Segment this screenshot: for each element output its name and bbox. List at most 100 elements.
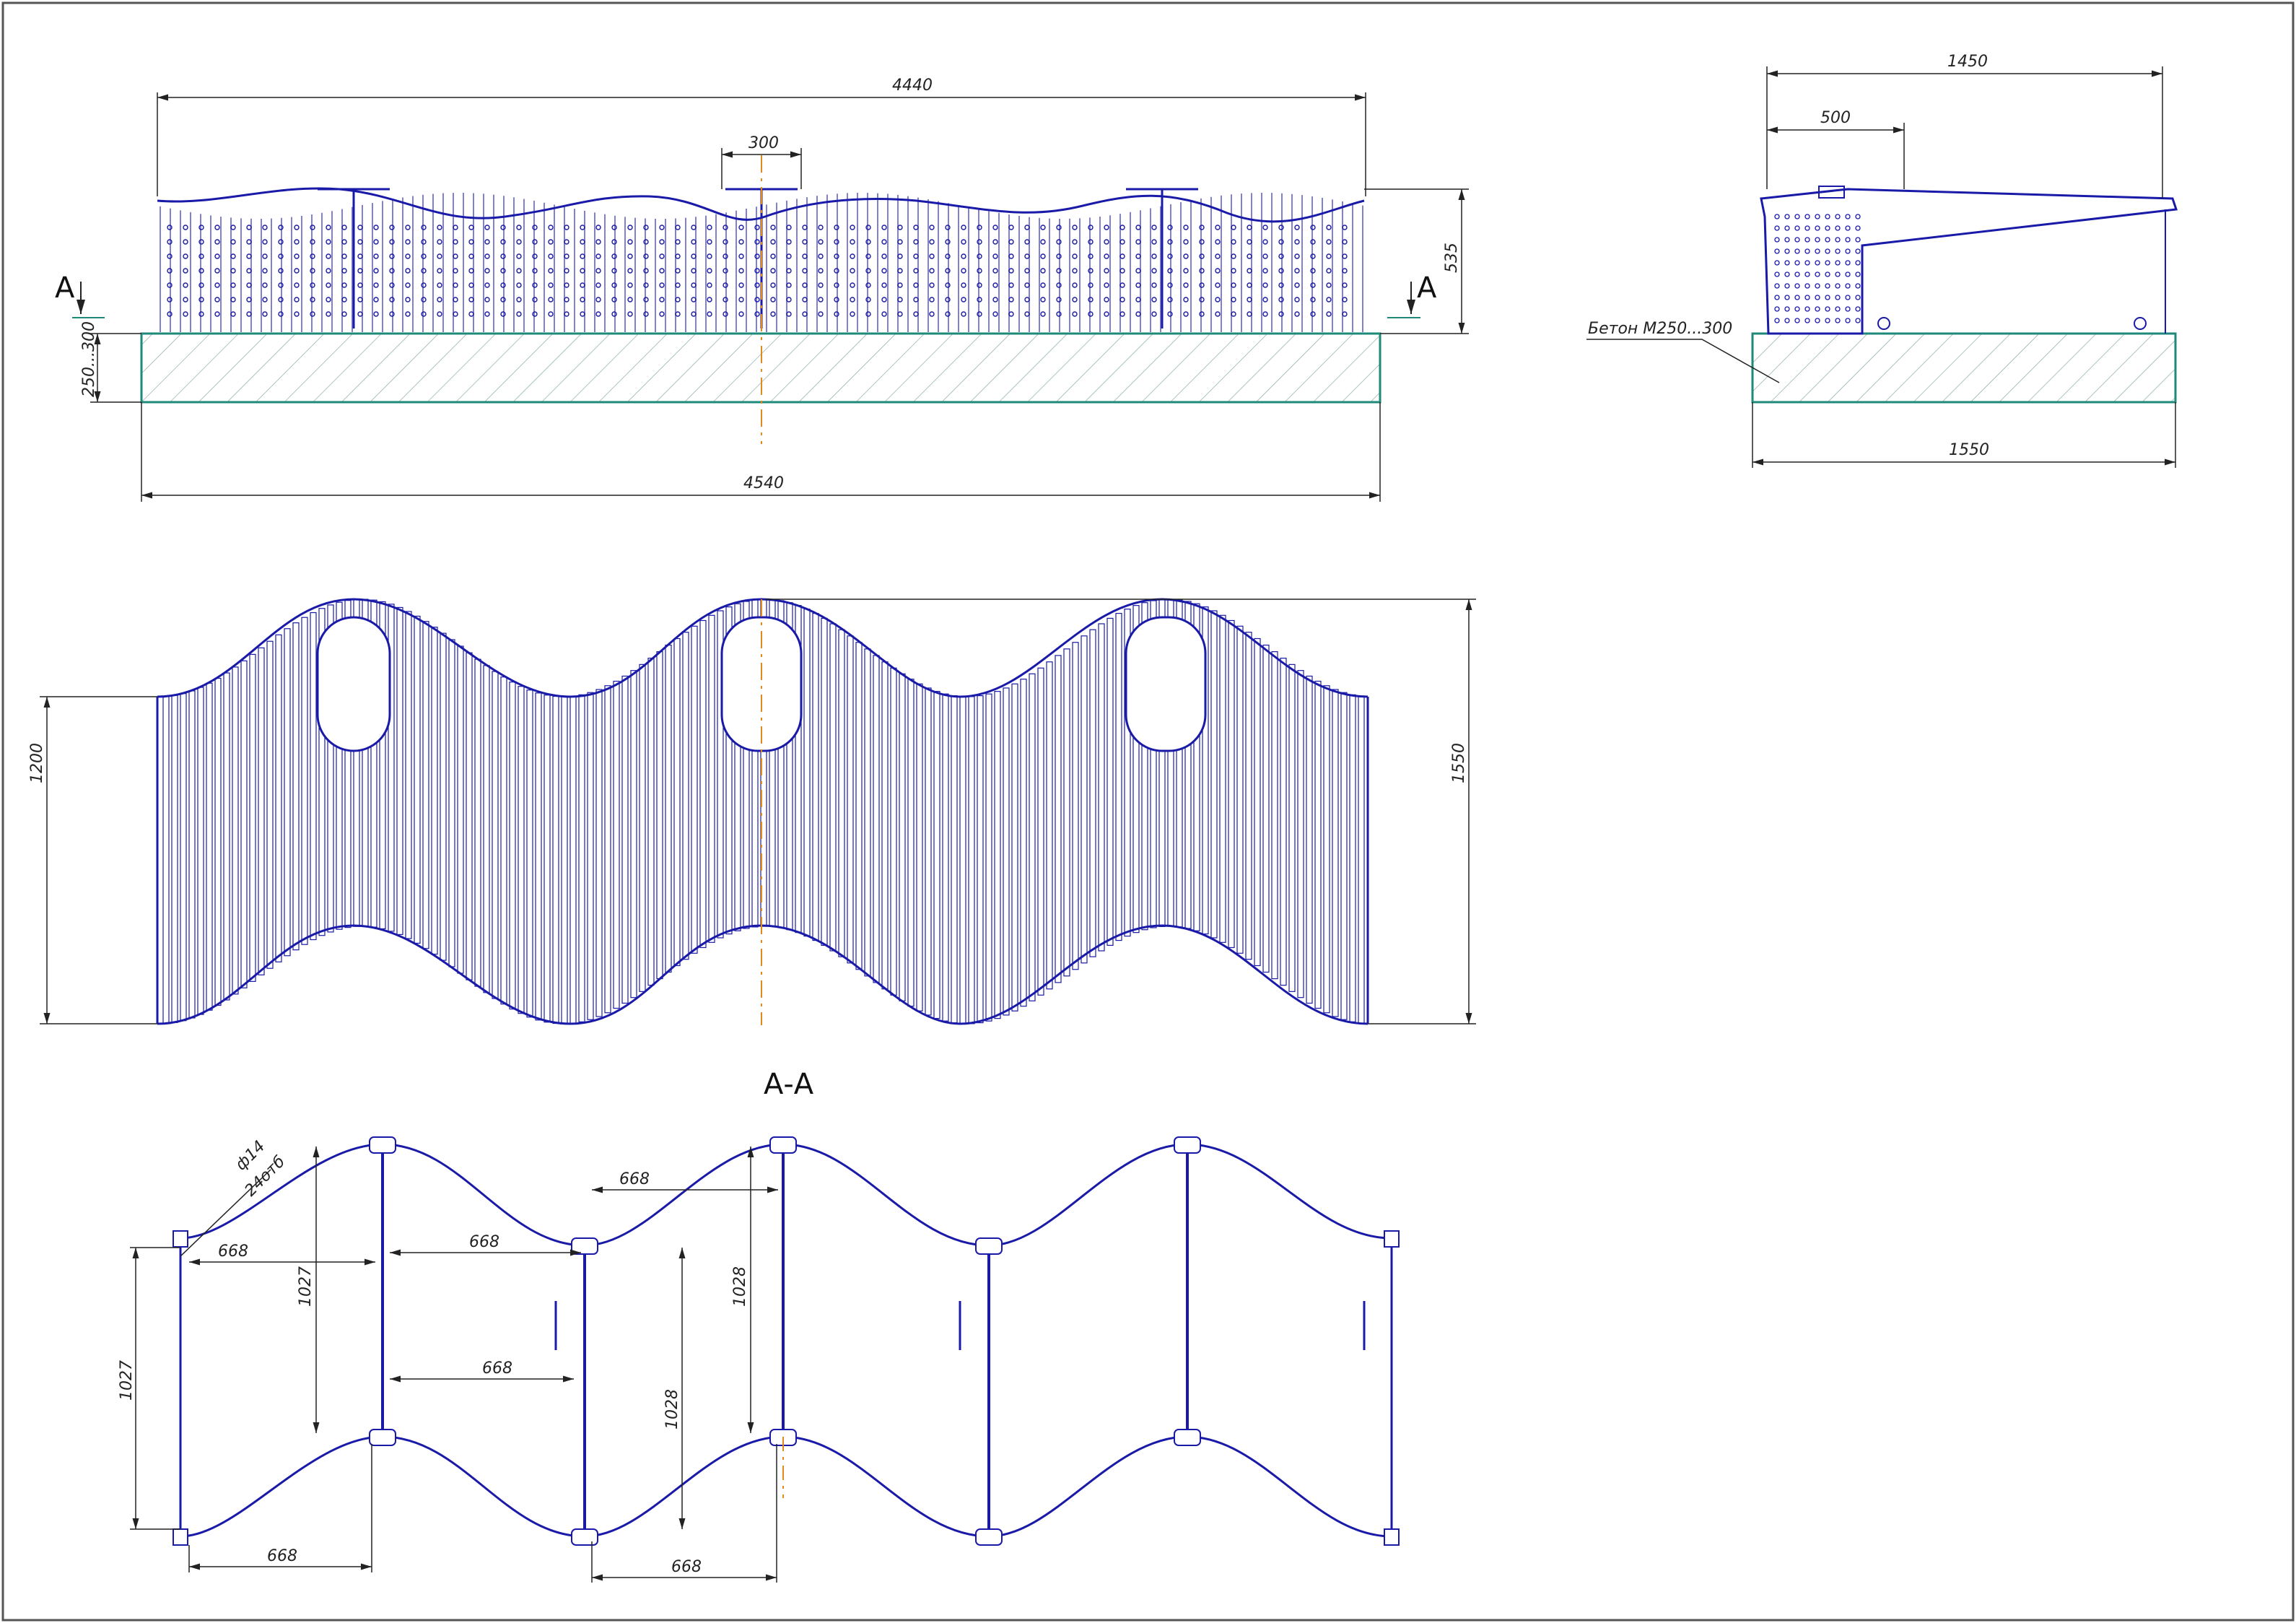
perforation-hole (691, 225, 697, 230)
plan-slat (847, 635, 854, 964)
perforation-hole (1794, 214, 1800, 219)
perforation-hole (992, 311, 998, 317)
plan-slat (881, 661, 889, 990)
plan-slat (240, 660, 248, 988)
perforation-hole (865, 282, 871, 288)
perforation-hole (468, 282, 474, 288)
dim-1200 (40, 696, 157, 1024)
hole-leader (180, 1169, 271, 1257)
perforation-hole (1056, 239, 1062, 245)
perforation-hole (1845, 306, 1851, 312)
perforation-hole (1804, 260, 1810, 266)
perforation-hole (1815, 248, 1820, 254)
perforation-hole (500, 297, 506, 303)
perforation-hole (1835, 225, 1841, 231)
perforation-hole (1262, 225, 1268, 230)
perforation-hole (913, 253, 919, 259)
perforation-hole (992, 268, 998, 274)
perforation-hole (310, 282, 315, 288)
plan-slat (535, 692, 542, 1021)
perforation-hole (961, 253, 966, 259)
perforation-hole (1825, 318, 1830, 323)
side-view: 1450 500 1550 Бетон М250...300 (1586, 53, 2178, 468)
perforation-hole (707, 282, 712, 288)
perforation-hole (310, 253, 315, 259)
perforation-hole (1247, 253, 1252, 259)
perforation-hole (262, 225, 268, 230)
perforation-hole (897, 268, 903, 274)
perforation-hole (1310, 253, 1316, 259)
perforation-hole (850, 311, 855, 317)
plan-slat (595, 689, 603, 1017)
perforation-hole (1845, 283, 1851, 289)
perforation-hole (1825, 271, 1830, 277)
dim-4540-label: 4540 (743, 474, 784, 492)
perforation-hole (1151, 268, 1157, 274)
plan-slat (492, 671, 499, 999)
perforation-hole (1794, 260, 1800, 266)
perforation-hole (532, 239, 538, 245)
perforation-hole (738, 297, 744, 303)
perforation-hole (246, 297, 252, 303)
perforation-hole (278, 311, 284, 317)
perforation-hole (707, 239, 712, 245)
plan-slat (725, 606, 733, 935)
perforation-hole (1855, 318, 1861, 323)
perforation-hole (643, 311, 649, 317)
perforation-hole (802, 253, 808, 259)
perforation-hole (897, 311, 903, 317)
perforation-hole (865, 297, 871, 303)
plan-slat (647, 658, 655, 986)
perforation-hole (405, 225, 411, 230)
perforation-hole (1151, 311, 1157, 317)
plan-slat (1089, 629, 1096, 957)
perforation-hole (214, 253, 220, 259)
perforation-hole (1784, 318, 1790, 323)
perforation-hole (627, 225, 633, 230)
perforation-hole (198, 311, 204, 317)
perforation-hole (389, 239, 395, 245)
plan-slat (977, 695, 984, 1024)
perforation-hole (1088, 225, 1094, 230)
perforation-hole (357, 282, 363, 288)
perforation-hole (1845, 318, 1851, 323)
perforation-hole (548, 253, 554, 259)
perforation-hole (341, 253, 347, 259)
plan-slat (318, 608, 326, 936)
dim-300 (721, 148, 802, 189)
plan-slat (214, 677, 222, 1006)
perforation-hole (834, 268, 839, 274)
perforation-hole (1804, 225, 1810, 231)
perforation-hole (929, 253, 935, 259)
perforation-hole (357, 239, 363, 245)
perforation-hole (1825, 306, 1830, 312)
perforation-hole (183, 268, 188, 274)
perforation-hole (897, 239, 903, 245)
perforation-hole (1855, 248, 1861, 254)
perforation-hole (977, 225, 982, 230)
perforation-hole (675, 253, 681, 259)
perforation-hole (1342, 253, 1348, 259)
perforation-hole (1815, 271, 1820, 277)
perforation-hole (1774, 318, 1780, 323)
dim-1550-side-label: 1550 (1949, 441, 1989, 459)
perforation-hole (1231, 282, 1236, 288)
perforation-hole (707, 311, 712, 317)
dim-4540 (141, 402, 1381, 502)
perforation-hole (913, 297, 919, 303)
perforation-hole (580, 268, 585, 274)
perforation-hole (1040, 253, 1046, 259)
perforation-hole (818, 253, 824, 259)
perforation-hole (421, 282, 427, 288)
perforation-hole (1784, 306, 1790, 312)
perforation-hole (1310, 239, 1316, 245)
plan-slat (396, 606, 403, 936)
plan-slat (803, 609, 811, 937)
perforation-hole (1008, 282, 1014, 288)
perforation-hole (723, 297, 728, 303)
plan-slat (188, 690, 196, 1019)
perforation-hole (1183, 311, 1189, 317)
perforation-hole (198, 297, 204, 303)
perforation-hole (278, 225, 284, 230)
